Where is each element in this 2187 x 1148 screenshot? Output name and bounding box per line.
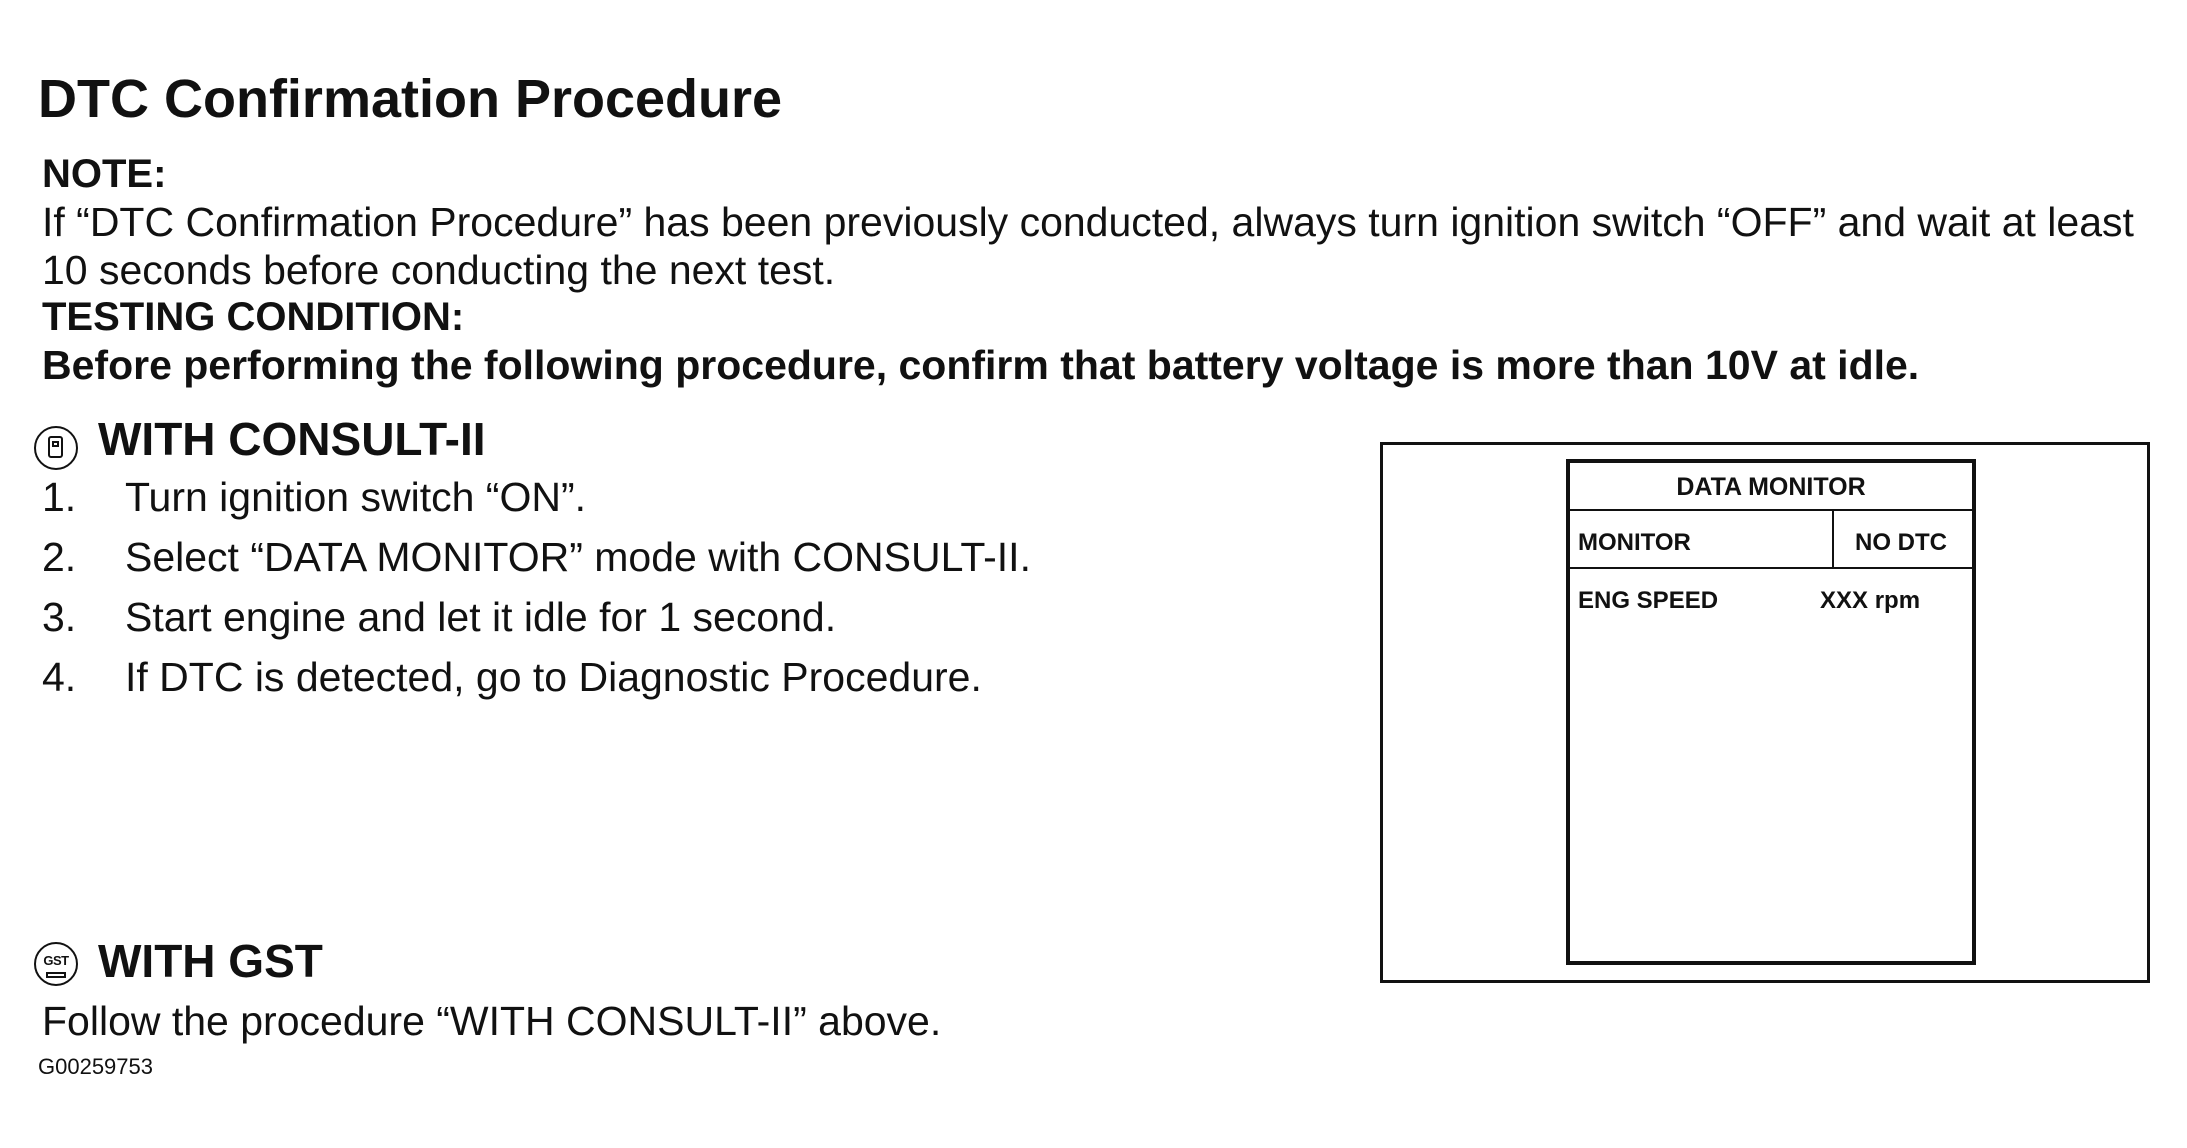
note-text: If “DTC Confirmation Procedure” has been…: [42, 199, 2134, 293]
step-text: Start engine and let it idle for 1 secon…: [125, 594, 837, 640]
step-text: Select “DATA MONITOR” mode with CONSULT-…: [125, 534, 1031, 580]
gst-icon-label: GST: [43, 953, 69, 968]
step-number: 4.: [42, 654, 77, 700]
no-dtc-label: NO DTC: [1855, 529, 1947, 556]
gst-heading: WITH GST: [98, 935, 323, 987]
gst-tool-icon: GST: [34, 942, 78, 986]
param-name: ENG SPEED: [1578, 587, 1719, 614]
figure-frame: [1380, 442, 2150, 983]
testing-condition-text: Before performing the following procedur…: [42, 342, 1920, 388]
note-label: NOTE:: [42, 152, 167, 196]
step-text: Turn ignition switch “ON”.: [125, 474, 586, 520]
gst-text: Follow the procedure “WITH CONSULT-II” a…: [42, 998, 942, 1044]
step-number: 2.: [42, 534, 77, 580]
screen-header: DATA MONITOR: [1570, 463, 1972, 511]
monitor-column-label: MONITOR: [1578, 529, 1691, 556]
column-divider: [1832, 511, 1834, 567]
step-number: 3.: [42, 594, 77, 640]
step-text: If DTC is detected, go to Diagnostic Pro…: [125, 654, 982, 700]
consult-heading: WITH CONSULT-II: [98, 413, 486, 465]
consult-tool-icon: [34, 426, 78, 470]
figure-id: G00259753: [38, 1054, 153, 1079]
page-title: DTC Confirmation Procedure: [38, 69, 783, 129]
testing-condition-label: TESTING CONDITION:: [42, 295, 465, 339]
step-number: 1.: [42, 474, 77, 520]
screen-column-row: MONITOR NO DTC: [1570, 511, 1972, 569]
data-monitor-screen: DATA MONITOR MONITOR NO DTC ENG SPEED XX…: [1566, 459, 1976, 965]
param-value: XXX rpm: [1820, 587, 1921, 614]
